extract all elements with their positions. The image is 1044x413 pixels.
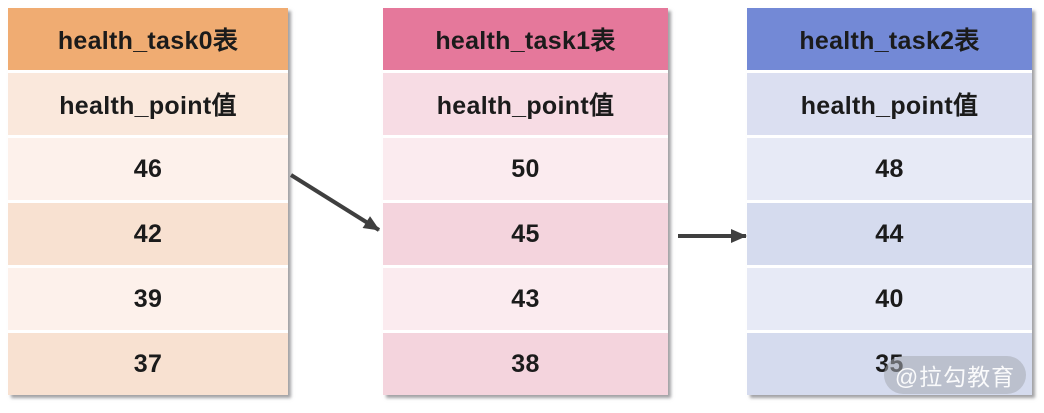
value-cell: 50 (383, 138, 668, 200)
table-title: health_task0表 (8, 8, 288, 70)
value-cell: 48 (747, 138, 1032, 200)
value-cell: 40 (747, 268, 1032, 330)
table-health-task2: health_task2表 health_point值 48 44 40 35 (747, 8, 1032, 395)
column-header-cell: health_point值 (8, 73, 288, 135)
watermark-badge: @拉勾教育 (884, 356, 1026, 394)
value-cell: 42 (8, 203, 288, 265)
table-health-task1: health_task1表 health_point值 50 45 43 38 (383, 8, 668, 395)
value-cell: 39 (8, 268, 288, 330)
arrow-task0-to-task1 (289, 173, 381, 232)
value-cell: 44 (747, 203, 1032, 265)
column-header-cell: health_point值 (747, 73, 1032, 135)
value-cell: 37 (8, 333, 288, 395)
value-cell: 45 (383, 203, 668, 265)
value-cell: 38 (383, 333, 668, 395)
table-title: health_task1表 (383, 8, 668, 70)
value-cell: 46 (8, 138, 288, 200)
column-header-cell: health_point值 (383, 73, 668, 135)
value-cell: 43 (383, 268, 668, 330)
table-title: health_task2表 (747, 8, 1032, 70)
table-health-task0: health_task0表 health_point值 46 42 39 37 (8, 8, 288, 395)
